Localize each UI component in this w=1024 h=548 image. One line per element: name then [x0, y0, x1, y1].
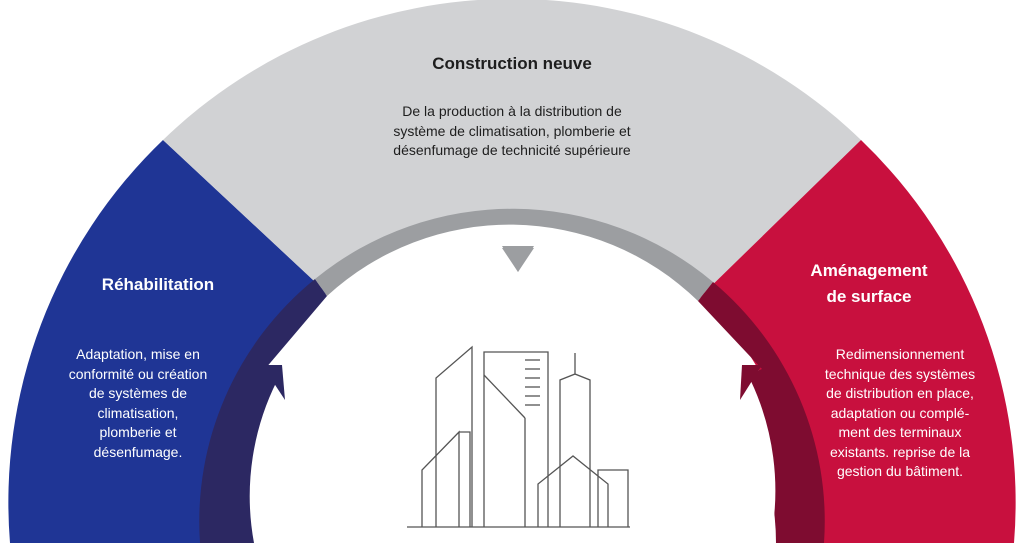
left-description-line: de systèmes de — [88, 385, 188, 401]
right-description-line: Redimensionnement — [835, 346, 965, 362]
band-left — [199, 279, 327, 543]
center-title: Construction neuve — [432, 54, 592, 73]
right-description-line: ment des terminaux — [838, 424, 962, 440]
center-description-line: De la production à la distribution de — [402, 103, 622, 119]
inner-white-area — [264, 287, 776, 543]
right-description: Redimensionnement technique des systèmes… — [790, 345, 1010, 482]
city-buildings-icon — [407, 345, 630, 528]
left-description-line: plomberie et — [99, 424, 177, 440]
right-description-line: technique des systèmes — [824, 365, 976, 382]
segment-left — [8, 140, 328, 543]
right-description-line: gestion du bâtiment. — [836, 463, 964, 479]
left-title: Réhabilitation — [101, 275, 215, 294]
right-title: Aménagement de surface — [769, 258, 969, 310]
left-description-line: désenfumage. — [93, 443, 183, 460]
segment-right — [700, 140, 1016, 543]
arrow-left — [262, 365, 285, 400]
left-description: Adaptation, mise en conformité ou créati… — [38, 345, 238, 462]
left-description-line: Adaptation, mise en — [76, 346, 200, 362]
band-right — [698, 282, 825, 543]
right-description-line: existants. reprise de la — [829, 443, 971, 460]
right-description-line: de distribution en place, — [826, 385, 974, 401]
center-description-line: désenfumage de technicité supérieure — [393, 142, 631, 158]
center-description-line: système de climatisation, plomberie et — [393, 122, 631, 139]
right-title-line: Aménagement — [810, 261, 928, 280]
left-description-line: climatisation, — [97, 404, 179, 421]
arrow-right — [740, 365, 762, 400]
left-description-line: conformité ou création — [68, 365, 208, 382]
right-title-line: de surface — [826, 287, 912, 306]
segment-center — [163, 0, 861, 297]
center-description: De la production à la distribution de sy… — [352, 102, 672, 161]
right-description-line: adaptation ou complé- — [830, 404, 970, 421]
arrow-center — [502, 246, 534, 272]
